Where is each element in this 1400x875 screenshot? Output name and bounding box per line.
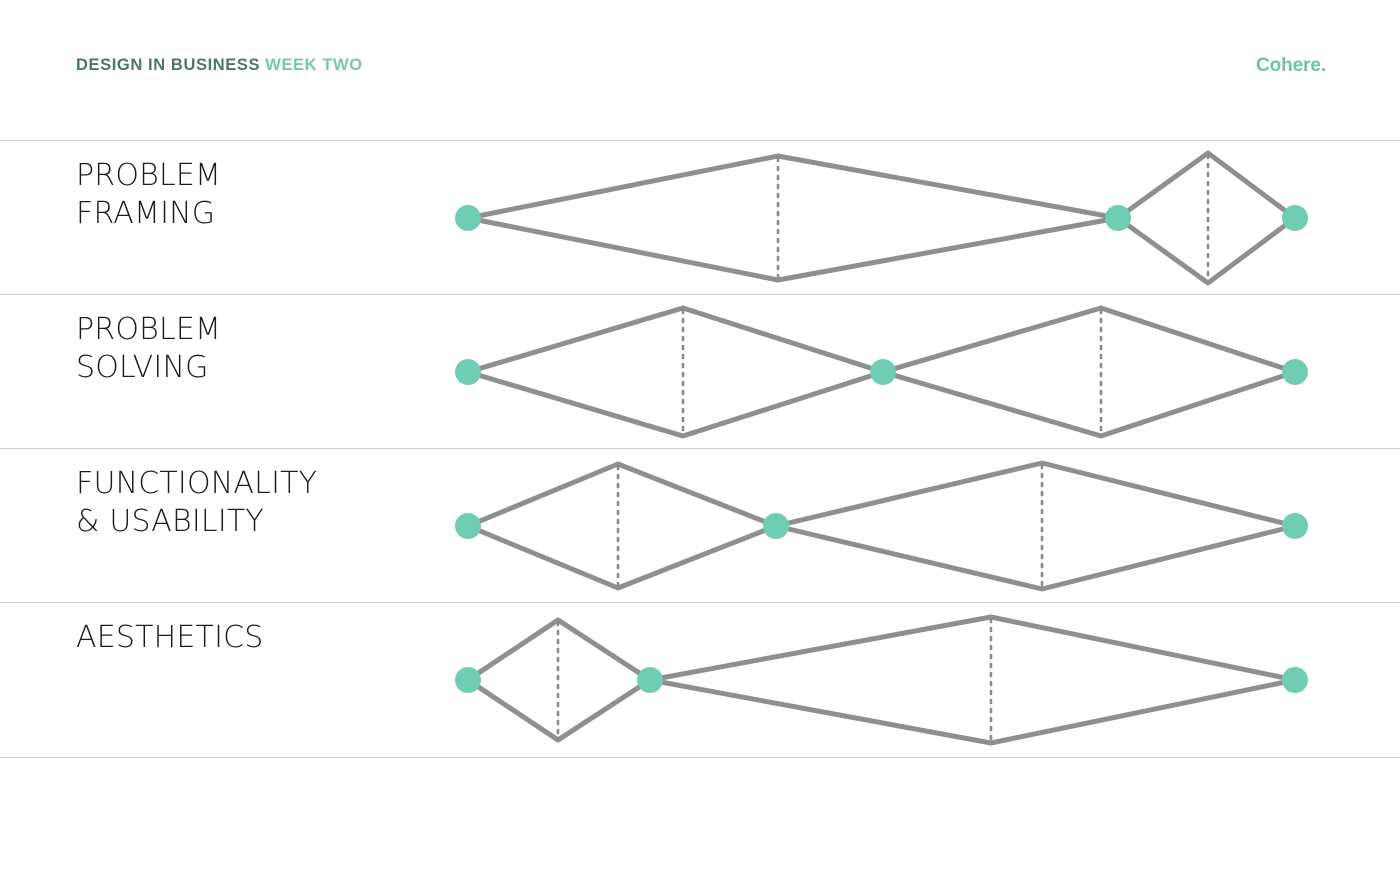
double-diamond-diagram [430,295,1335,449]
matrix-row: AESTHETICS [0,602,1400,758]
diamond-matrix: PROBLEM FRAMING PROBLEM SOLVING FUNCTIONAL… [0,140,1400,800]
diamond-outline-first [465,461,779,591]
diagram-svg [455,614,1308,746]
diagram-svg [455,305,1308,439]
node-middle[interactable] [870,359,896,385]
node-end[interactable] [1282,359,1308,385]
node-end[interactable] [1282,667,1308,693]
diamond-outline-first [465,153,1121,283]
diagram-svg [455,150,1308,286]
row-label: PROBLEM SOLVING [76,312,222,385]
node-end[interactable] [1282,513,1308,539]
page-title: DESIGN IN BUSINESS WEEK TWO [76,56,363,75]
diamond-outline-second [880,305,1298,439]
node-middle[interactable] [1105,205,1131,231]
node-start[interactable] [455,667,481,693]
diamond-outline-second [1115,150,1298,286]
matrix-row: FUNCTIONALITY & USABILITY [0,448,1400,603]
page-title-main: DESIGN IN BUSINESS [76,56,261,74]
row-label: AESTHETICS [76,620,264,655]
node-start[interactable] [455,205,481,231]
row-label: PROBLEM FRAMING [76,158,222,231]
node-start[interactable] [455,359,481,385]
diamond-outline-second [773,460,1298,592]
diamond-outline-first [465,305,886,439]
page-header: DESIGN IN BUSINESS WEEK TWO Cohere. [0,0,1400,140]
row-label: FUNCTIONALITY & USABILITY [76,466,318,539]
double-diamond-diagram [430,449,1335,603]
diamond-outline-second [647,614,1298,746]
matrix-row: PROBLEM FRAMING [0,140,1400,295]
brand-logo: Cohere. [1255,55,1326,76]
node-middle[interactable] [637,667,663,693]
matrix-row: PROBLEM SOLVING [0,294,1400,449]
double-diamond-diagram [430,603,1335,757]
node-start[interactable] [455,513,481,539]
node-middle[interactable] [763,513,789,539]
page-title-accent: WEEK TWO [265,56,363,74]
double-diamond-diagram [430,141,1335,295]
node-end[interactable] [1282,205,1308,231]
diagram-svg [455,460,1308,592]
